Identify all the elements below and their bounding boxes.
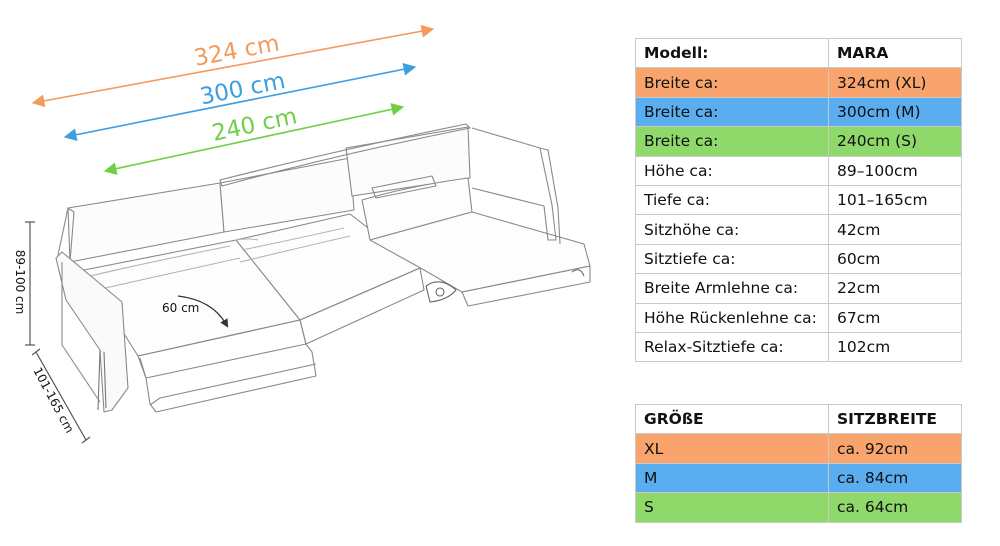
- spec-header-label: Modell:: [635, 37, 829, 69]
- size-value: ca. 64cm: [828, 492, 962, 523]
- spec-label: Sitztiefe ca:: [635, 243, 829, 275]
- size-table-header: GRÖßE SITZBREITE: [635, 403, 962, 435]
- spec-row: Höhe Rückenlehne ca:67cm: [635, 302, 962, 333]
- spec-label: Relax-Sitztiefe ca:: [635, 331, 829, 363]
- seat-depth-label: 60 cm: [162, 301, 199, 315]
- spec-value: 300cm (M): [828, 96, 962, 128]
- dim-label-m: 300 cm: [198, 68, 288, 110]
- spec-value: 324cm (XL): [828, 67, 962, 98]
- spec-row: Sitzhöhe ca:42cm: [635, 214, 962, 245]
- size-value: ca. 84cm: [828, 462, 962, 494]
- size-header-label: GRÖßE: [635, 403, 829, 435]
- spec-table-header: Modell: MARA: [635, 37, 962, 69]
- dim-label-s: 240 cm: [210, 103, 300, 147]
- spec-row: Höhe ca:89–100cm: [635, 155, 962, 186]
- sofa-drawing: 324 cm 300 cm 240 cm 60 cm 89-100 cm 101…: [13, 24, 591, 444]
- spec-value: 42cm: [828, 214, 962, 245]
- depth-label: 101-165 cm: [30, 365, 76, 435]
- spec-label: Tiefe ca:: [635, 184, 829, 216]
- spec-label: Breite Armlehne ca:: [635, 273, 829, 304]
- spec-value: 22cm: [828, 273, 962, 304]
- spec-label: Höhe Rückenlehne ca:: [635, 302, 829, 333]
- size-label: S: [635, 492, 829, 523]
- spec-row: Tiefe ca:101–165cm: [635, 184, 962, 216]
- size-header-value: SITZBREITE: [828, 403, 962, 435]
- spec-value: 60cm: [828, 243, 962, 275]
- spec-value: 67cm: [828, 302, 962, 333]
- spec-row: Breite Armlehne ca:22cm: [635, 273, 962, 304]
- size-label: M: [635, 462, 829, 494]
- spec-value: 102cm: [828, 331, 962, 363]
- spec-label: Höhe ca:: [635, 155, 829, 186]
- spec-header-value: MARA: [828, 37, 962, 69]
- spec-label: Sitzhöhe ca:: [635, 214, 829, 245]
- spec-value: 101–165cm: [828, 184, 962, 216]
- spec-value: 89–100cm: [828, 155, 962, 186]
- spec-label: Breite ca:: [635, 96, 829, 128]
- spec-value: 240cm (S): [828, 126, 962, 157]
- height-label: 89-100 cm: [13, 250, 27, 315]
- spec-row: Relax-Sitztiefe ca:102cm: [635, 331, 962, 363]
- spec-label: Breite ca:: [635, 126, 829, 157]
- spec-table: Modell: MARA Breite ca:324cm (XL) Breite…: [635, 37, 962, 363]
- spec-row: Sitztiefe ca:60cm: [635, 243, 962, 275]
- spec-row: Breite ca:300cm (M): [635, 96, 962, 128]
- spec-label: Breite ca:: [635, 67, 829, 98]
- seat-depth-arrow: [177, 295, 229, 328]
- depth-line: [35, 351, 87, 441]
- size-label: XL: [635, 433, 829, 464]
- spec-row: Breite ca:240cm (S): [635, 126, 962, 157]
- spec-row: Breite ca:324cm (XL): [635, 67, 962, 98]
- dim-arrow-s: [103, 103, 405, 175]
- size-value: ca. 92cm: [828, 433, 962, 464]
- sofa-outline: [55, 123, 591, 413]
